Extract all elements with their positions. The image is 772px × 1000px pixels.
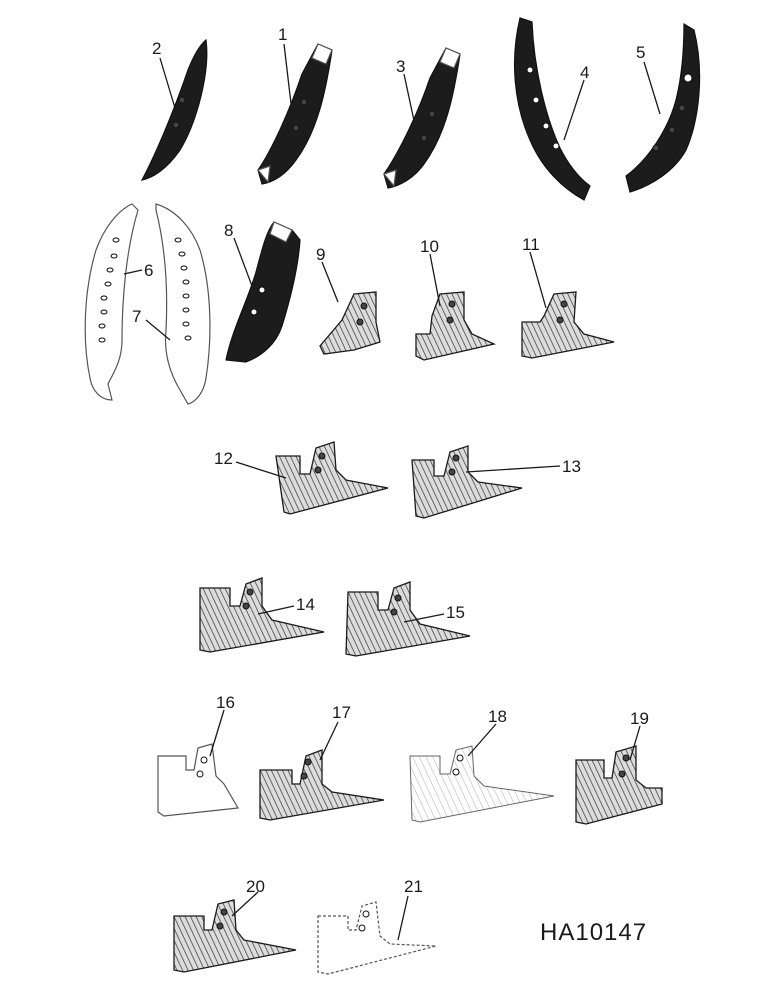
part-3-illustration	[382, 47, 461, 189]
label-part-17: 17	[332, 703, 351, 722]
label-part-8: 8	[224, 221, 233, 240]
leader-lines	[123, 43, 661, 941]
part-11-illustration	[521, 291, 615, 359]
label-part-13: 13	[562, 457, 581, 476]
part-5-illustration	[625, 22, 701, 193]
part-13-illustration	[411, 445, 523, 519]
label-part-5: 5	[636, 43, 645, 62]
part-6-illustration	[84, 203, 139, 401]
part-18-illustration	[409, 745, 555, 823]
figure-reference-code: HA10147	[540, 919, 647, 946]
label-part-20: 20	[246, 877, 265, 896]
part-17-illustration	[259, 749, 385, 821]
part-8-illustration	[225, 221, 301, 363]
part-14-illustration	[199, 577, 325, 653]
part-16-illustration	[157, 743, 239, 817]
part-1-illustration	[256, 43, 333, 185]
label-part-16: 16	[216, 693, 235, 712]
part-15-illustration	[345, 581, 471, 657]
label-part-1: 1	[278, 25, 287, 44]
label-part-4: 4	[580, 63, 589, 82]
part-10-illustration	[415, 291, 497, 361]
part-labels: 2 1 3 4 5 6 7 8 9 10 11 12 13 14 15 16 1…	[132, 25, 649, 896]
label-part-19: 19	[630, 709, 649, 728]
label-part-15: 15	[446, 603, 465, 622]
part-21-illustration	[317, 901, 437, 975]
label-part-21: 21	[404, 877, 423, 896]
label-part-18: 18	[488, 707, 507, 726]
part-9-illustration	[319, 291, 381, 355]
part-19-illustration	[575, 745, 663, 825]
part-2-illustration	[140, 38, 208, 181]
label-part-3: 3	[396, 57, 405, 76]
label-part-7: 7	[132, 307, 141, 326]
label-part-12: 12	[214, 449, 233, 468]
part-4-illustration	[513, 17, 591, 201]
part-7-illustration	[155, 203, 211, 405]
label-part-6: 6	[144, 261, 153, 280]
label-part-11: 11	[522, 235, 540, 254]
part-20-illustration	[173, 899, 297, 973]
label-part-9: 9	[316, 245, 325, 264]
label-part-14: 14	[296, 595, 315, 614]
label-part-10: 10	[420, 237, 439, 256]
part-12-illustration	[275, 441, 389, 515]
label-part-2: 2	[152, 39, 161, 58]
